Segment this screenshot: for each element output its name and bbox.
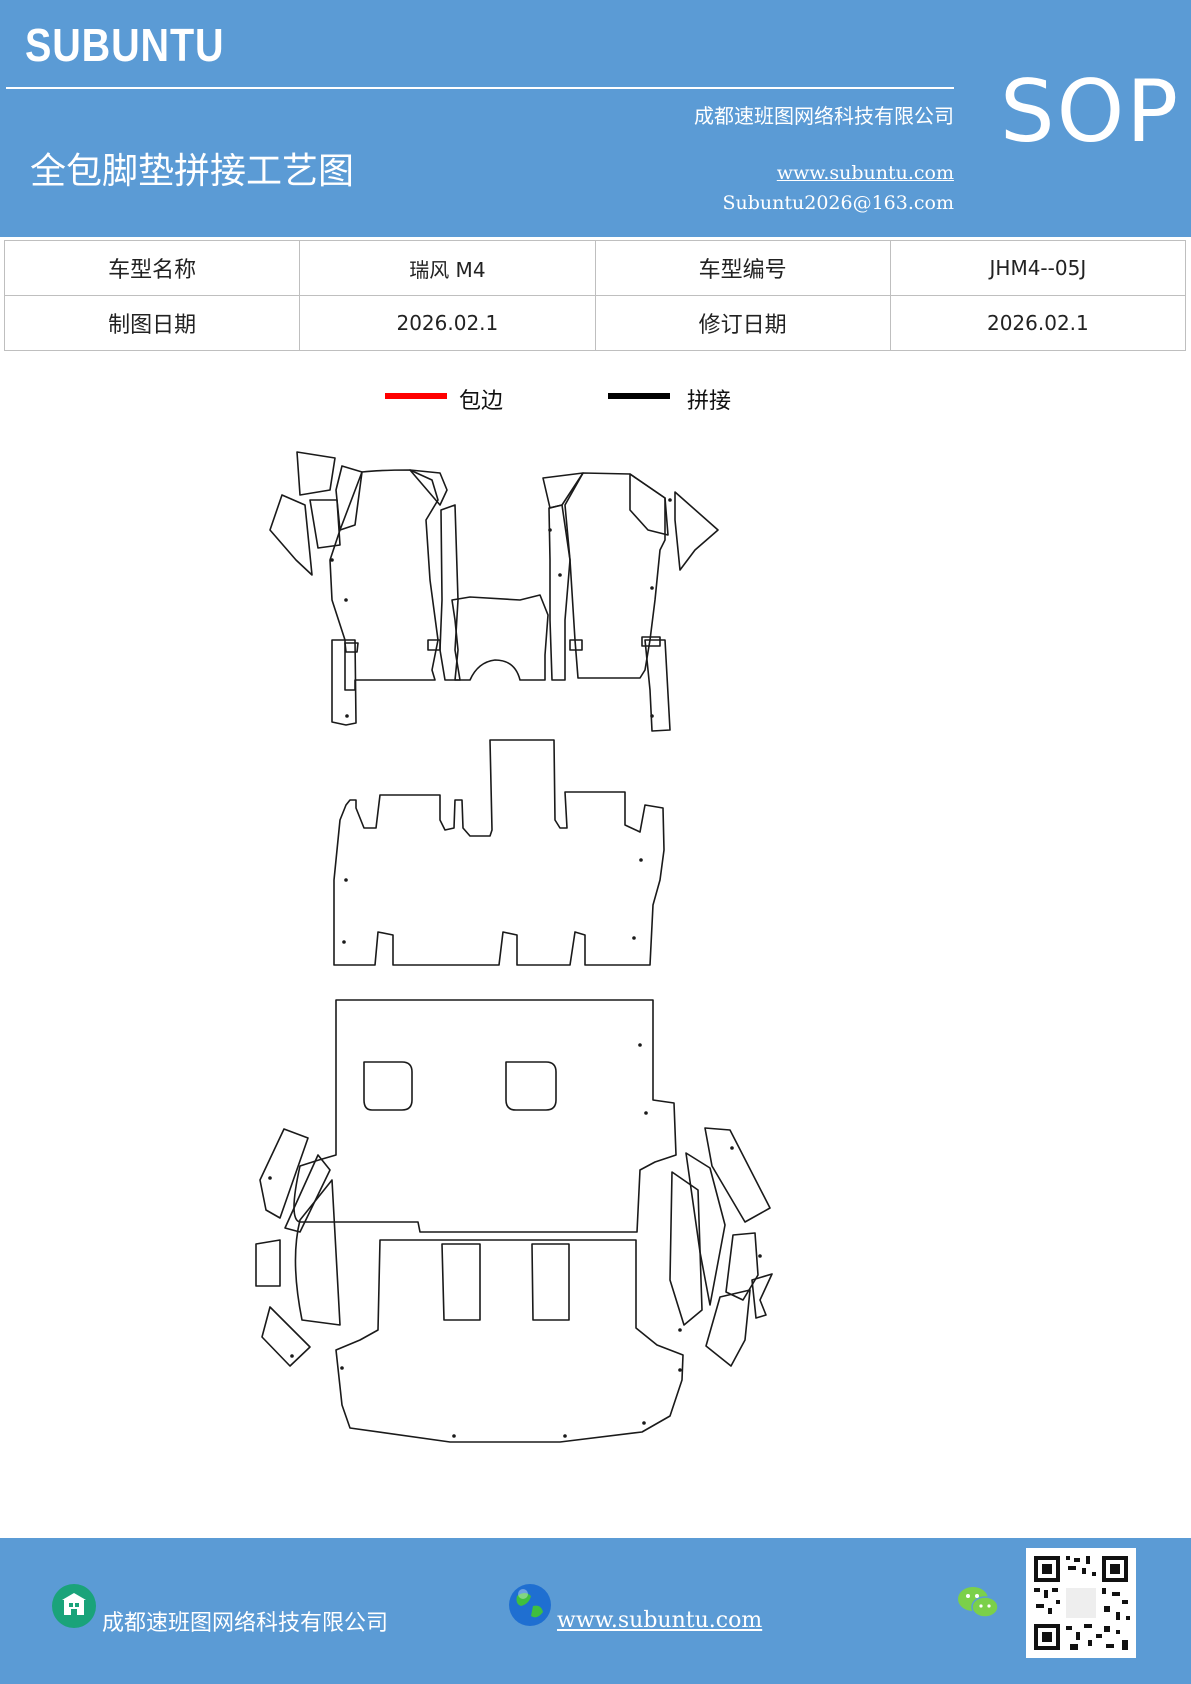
globe-icon bbox=[509, 1584, 551, 1626]
rear-left-arch bbox=[255, 1128, 341, 1367]
vehicle-info-table: 车型名称 瑞风 M4 车型编号 JHM4--05J 制图日期 2026.02.1… bbox=[3, 240, 1187, 351]
legend-label-edging: 包边 bbox=[459, 389, 504, 414]
building-icon bbox=[52, 1584, 96, 1628]
model-name-value: 瑞风 M4 bbox=[299, 240, 596, 296]
table-row: 制图日期 2026.02.1 修订日期 2026.02.1 bbox=[3, 295, 1187, 351]
front-right-mat bbox=[542, 472, 719, 732]
page-title: 全包脚垫拼接工艺图 bbox=[30, 151, 355, 192]
footer-banner: 成都速班图网络科技有限公司 www.subuntu.com bbox=[0, 1538, 1191, 1684]
front-left-mat bbox=[269, 451, 461, 726]
header-banner: SUBUNTU 成都速班图网络科技有限公司 全包脚垫拼接工艺图 www.subu… bbox=[0, 0, 1191, 237]
email-address: Subuntu2026@163.com bbox=[722, 192, 954, 214]
sop-badge: SOP bbox=[1000, 62, 1181, 162]
model-code-label: 车型编号 bbox=[594, 240, 891, 296]
draw-date-value: 2026.02.1 bbox=[299, 295, 596, 351]
legend-label-splice: 拼接 bbox=[687, 389, 732, 414]
qr-code bbox=[1026, 1548, 1136, 1658]
legend-swatch-red bbox=[385, 393, 447, 399]
draw-date-label: 制图日期 bbox=[3, 295, 301, 351]
legend-swatch-black bbox=[608, 393, 670, 399]
header-divider bbox=[6, 87, 954, 89]
center-tunnel-mat bbox=[451, 594, 549, 681]
middle-row-mat bbox=[333, 739, 665, 966]
legend: 包边 拼接 bbox=[0, 383, 1191, 423]
rear-row-mat bbox=[293, 999, 684, 1443]
brand-logo: SUBUNTU bbox=[25, 19, 225, 71]
wechat-icon[interactable] bbox=[956, 1584, 1000, 1622]
model-code-value: JHM4--05J bbox=[889, 240, 1187, 296]
table-row: 车型名称 瑞风 M4 车型编号 JHM4--05J bbox=[3, 240, 1187, 296]
footer-company: 成都速班图网络科技有限公司 bbox=[102, 1611, 389, 1636]
company-name: 成都速班图网络科技有限公司 bbox=[694, 104, 954, 128]
revision-date-label: 修订日期 bbox=[594, 295, 891, 351]
website-link[interactable]: www.subuntu.com bbox=[776, 162, 954, 184]
model-name-label: 车型名称 bbox=[3, 240, 301, 296]
revision-date-value: 2026.02.1 bbox=[889, 295, 1187, 351]
footer-website-link[interactable]: www.subuntu.com bbox=[557, 1608, 763, 1633]
rear-right-arch bbox=[669, 1127, 773, 1367]
alignment-dots bbox=[268, 498, 762, 1438]
